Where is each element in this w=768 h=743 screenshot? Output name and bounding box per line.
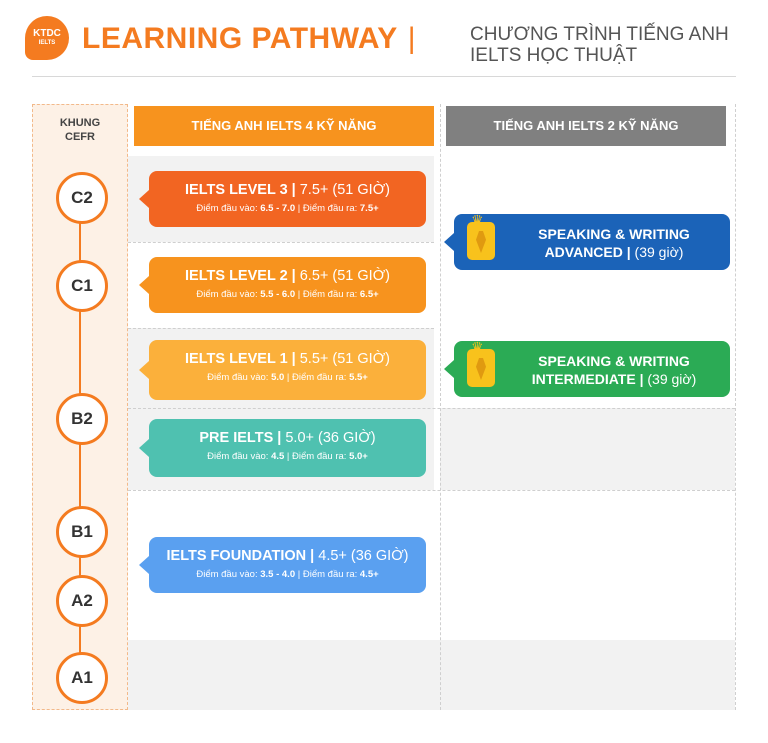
skill-level: INTERMEDIATE | bbox=[531, 371, 644, 387]
score-separator: | bbox=[295, 289, 303, 300]
pill-pointer bbox=[139, 276, 149, 294]
exit-label: Điểm đầu ra: bbox=[302, 203, 360, 214]
subtitle-line-2: IELTS HỌC THUẬT bbox=[470, 45, 638, 66]
entry-label: Điểm đầu vào: bbox=[207, 451, 272, 462]
pill-pointer bbox=[139, 361, 149, 379]
course-pre-ielts: PRE IELTS | 5.0+ (36 GIỜ) Điểm đầu vào: … bbox=[139, 419, 426, 477]
skill-hours: (39 giờ) bbox=[643, 371, 697, 387]
level-b1: B1 bbox=[56, 506, 108, 558]
course-ielts-level-2: IELTS LEVEL 2 | 6.5+ (51 GIỜ) Điểm đầu v… bbox=[139, 257, 426, 313]
row-line bbox=[128, 328, 434, 329]
four-skills-header: TIẾNG ANH IELTS 4 KỸ NĂNG bbox=[134, 106, 434, 146]
row-line bbox=[128, 242, 434, 243]
course-target: 5.0+ (36 GIỜ) bbox=[281, 430, 376, 446]
entry-score: 6.5 - 7.0 bbox=[260, 203, 296, 214]
course-speaking-writing-advanced: ♛ SPEAKING & WRITING ADVANCED | (39 giờ) bbox=[444, 213, 730, 270]
page-title: LEARNING PATHWAY | bbox=[82, 22, 416, 56]
pill-pointer bbox=[444, 360, 454, 378]
exit-score: 5.0+ bbox=[349, 451, 368, 462]
row-line bbox=[128, 408, 735, 409]
score-separator: | bbox=[295, 203, 303, 214]
ktdc-logo: KTDC IELTS bbox=[25, 16, 69, 60]
exit-score: 5.5+ bbox=[349, 372, 368, 383]
entry-label: Điểm đầu vào: bbox=[196, 569, 261, 580]
course-target: 7.5+ (51 GIỜ) bbox=[295, 182, 390, 198]
cefr-header-line-2: CEFR bbox=[65, 131, 95, 143]
band-a1 bbox=[128, 640, 735, 710]
level-b2: B2 bbox=[56, 393, 108, 445]
entry-label: Điểm đầu vào: bbox=[196, 289, 261, 300]
course-name: IELTS LEVEL 1 | bbox=[185, 351, 296, 367]
entry-score: 5.0 bbox=[271, 372, 285, 383]
course-target: 6.5+ (51 GIỜ) bbox=[295, 268, 390, 284]
course-speaking-writing-intermediate: ♛ SPEAKING & WRITING INTERMEDIATE | (39 … bbox=[444, 340, 730, 397]
skill-title: SPEAKING & WRITING bbox=[538, 353, 690, 369]
course-ielts-foundation: IELTS FOUNDATION | 4.5+ (36 GIỜ) Điểm đầ… bbox=[139, 537, 426, 593]
course-name: PRE IELTS | bbox=[199, 430, 282, 446]
level-c1: C1 bbox=[56, 260, 108, 312]
exit-score: 4.5+ bbox=[359, 569, 379, 580]
crown-tie-icon: ♛ bbox=[467, 213, 495, 260]
entry-score: 5.5 - 6.0 bbox=[260, 289, 296, 300]
logo-subtext: IELTS bbox=[38, 40, 56, 46]
page-title-text: LEARNING PATHWAY bbox=[82, 22, 398, 55]
band-b2-right bbox=[440, 408, 735, 490]
course-name: IELTS LEVEL 2 | bbox=[185, 268, 296, 284]
pill-pointer bbox=[444, 233, 454, 251]
entry-label: Điểm đầu vào: bbox=[196, 203, 261, 214]
tie-icon bbox=[476, 358, 486, 380]
cefr-header: KHUNG CEFR bbox=[32, 116, 128, 144]
entry-score: 3.5 - 4.0 bbox=[260, 569, 296, 580]
course-ielts-level-3: IELTS LEVEL 3 | 7.5+ (51 GIỜ) Điểm đầu v… bbox=[139, 171, 426, 227]
exit-score: 7.5+ bbox=[359, 203, 379, 214]
crown-icon: ♛ bbox=[471, 339, 484, 355]
exit-label: Điểm đầu ra: bbox=[292, 372, 350, 383]
course-name: IELTS LEVEL 3 | bbox=[185, 182, 296, 198]
level-a2: A2 bbox=[56, 575, 108, 627]
level-c2: C2 bbox=[56, 172, 108, 224]
course-ielts-level-1: IELTS LEVEL 1 | 5.5+ (51 GIỜ) Điểm đầu v… bbox=[139, 340, 426, 400]
pill-pointer bbox=[139, 190, 149, 208]
course-target: 5.5+ (51 GIỜ) bbox=[295, 351, 390, 367]
exit-label: Điểm đầu ra: bbox=[302, 289, 360, 300]
tie-icon bbox=[476, 231, 486, 253]
exit-score: 6.5+ bbox=[359, 289, 379, 300]
skill-title: SPEAKING & WRITING bbox=[538, 226, 690, 242]
title-divider: | bbox=[407, 22, 417, 55]
exit-label: Điểm đầu ra: bbox=[292, 451, 350, 462]
skill-hours: (39 giờ) bbox=[630, 244, 684, 260]
right-border bbox=[735, 104, 736, 710]
row-line bbox=[128, 490, 735, 491]
exit-label: Điểm đầu ra: bbox=[302, 569, 360, 580]
two-skills-header: TIẾNG ANH IELTS 2 KỸ NĂNG bbox=[446, 106, 726, 146]
score-separator: | bbox=[284, 372, 293, 383]
logo-text: KTDC bbox=[33, 28, 61, 39]
score-separator: | bbox=[295, 569, 303, 580]
pill-pointer bbox=[139, 439, 149, 457]
crown-icon: ♛ bbox=[471, 212, 484, 228]
course-name: IELTS FOUNDATION | bbox=[166, 548, 315, 564]
skill-level: ADVANCED | bbox=[544, 244, 631, 260]
entry-score: 4.5 bbox=[271, 451, 285, 462]
header-divider bbox=[32, 76, 736, 77]
course-target: 4.5+ (36 GIỜ) bbox=[314, 548, 409, 564]
page-subtitle: CHƯƠNG TRÌNH TIẾNG ANH IELTS HỌC THUẬT bbox=[470, 24, 729, 66]
subtitle-line-1: CHƯƠNG TRÌNH TIẾNG ANH bbox=[470, 24, 729, 45]
score-separator: | bbox=[284, 451, 293, 462]
cefr-header-line-1: KHUNG bbox=[59, 117, 101, 129]
level-a1: A1 bbox=[56, 652, 108, 704]
column-divider bbox=[440, 104, 441, 710]
crown-tie-icon: ♛ bbox=[467, 340, 495, 387]
pill-pointer bbox=[139, 556, 149, 574]
entry-label: Điểm đầu vào: bbox=[207, 372, 272, 383]
